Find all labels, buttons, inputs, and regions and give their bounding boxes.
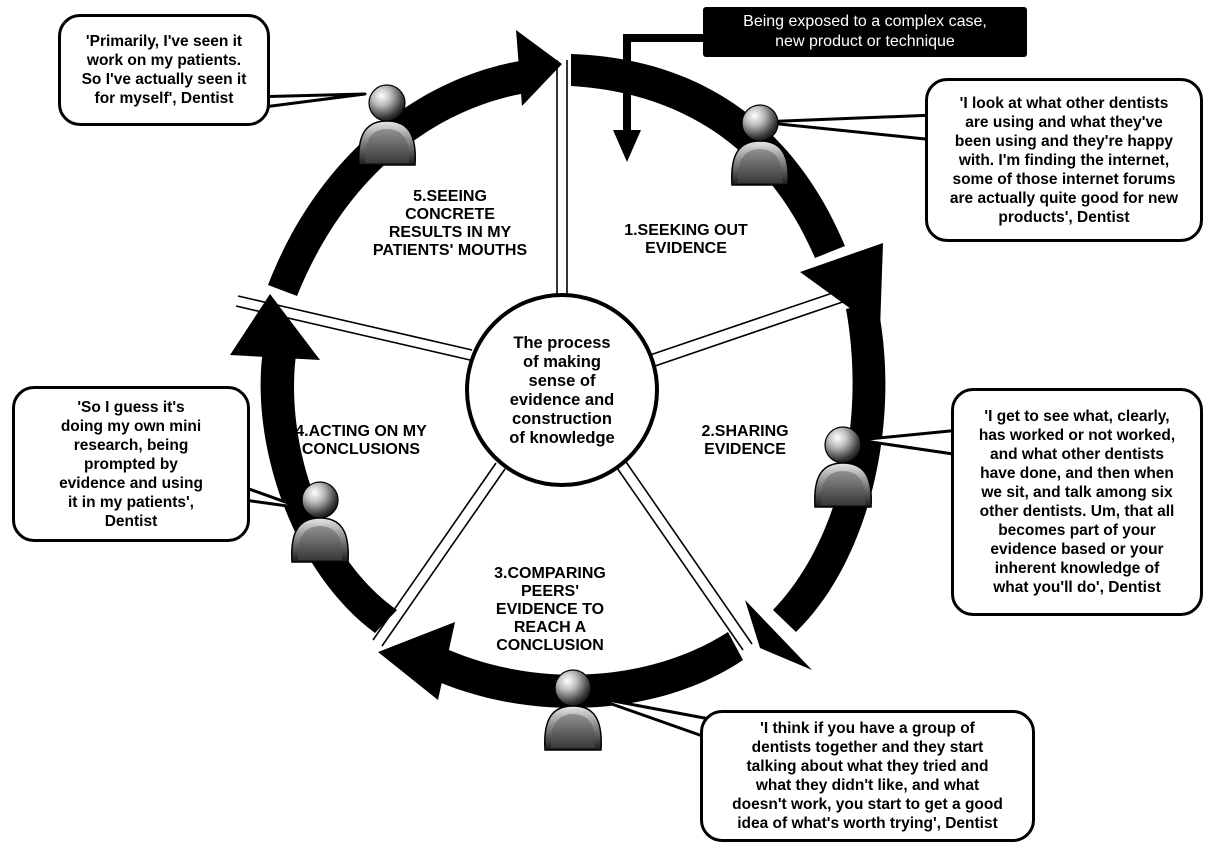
spoke-lowleft-b [381, 468, 506, 647]
spoke-lowright-a [614, 464, 744, 651]
spoke-right-a [649, 282, 863, 356]
center-circle [465, 293, 659, 487]
quote-bubble-3: 'I think if you have a group of dentists… [700, 710, 1035, 842]
trigger-arrow-vertical [623, 34, 631, 134]
cycle-ring [230, 30, 886, 708]
stage-label-1: 1.SEEKING OUT EVIDENCE [624, 222, 748, 257]
quote-bubble-1: 'I look at what other dentists are using… [925, 78, 1203, 242]
center-label: The process of making sense of evidence … [509, 334, 615, 447]
stage-label-4: 4.ACTING ON MY CONCLUSIONS [295, 423, 427, 458]
trigger-arrow-horizontal [623, 34, 705, 42]
arrow-icon [745, 302, 886, 670]
stage-label-2: 2.SHARING EVIDENCE [701, 423, 789, 458]
quote-bubble-5: 'Primarily, I've seen it work on my pati… [58, 14, 270, 126]
trigger-box: Being exposed to a complex case, new pro… [703, 7, 1027, 57]
quote-bubble-4: 'So I guess it's doing my own mini resea… [12, 386, 250, 542]
quote-bubble-2: 'I get to see what, clearly, has worked … [951, 388, 1203, 616]
trigger-arrow [613, 34, 705, 162]
spoke-right-b [654, 293, 867, 367]
arrow-icon [613, 130, 641, 162]
spoke-lowright-b [623, 458, 753, 645]
stage-label-5: 5.SEEING CONCRETE RESULTS IN MY PATIENTS… [372, 188, 528, 259]
tail-quote-1 [758, 113, 937, 142]
stage-label-3: 3.COMPARING PEERS' EVIDENCE TO REACH A C… [494, 565, 606, 654]
arrow-icon [230, 294, 397, 633]
arrow-icon [378, 622, 743, 708]
arrow-icon [571, 54, 883, 330]
arrow-icon [268, 30, 562, 296]
